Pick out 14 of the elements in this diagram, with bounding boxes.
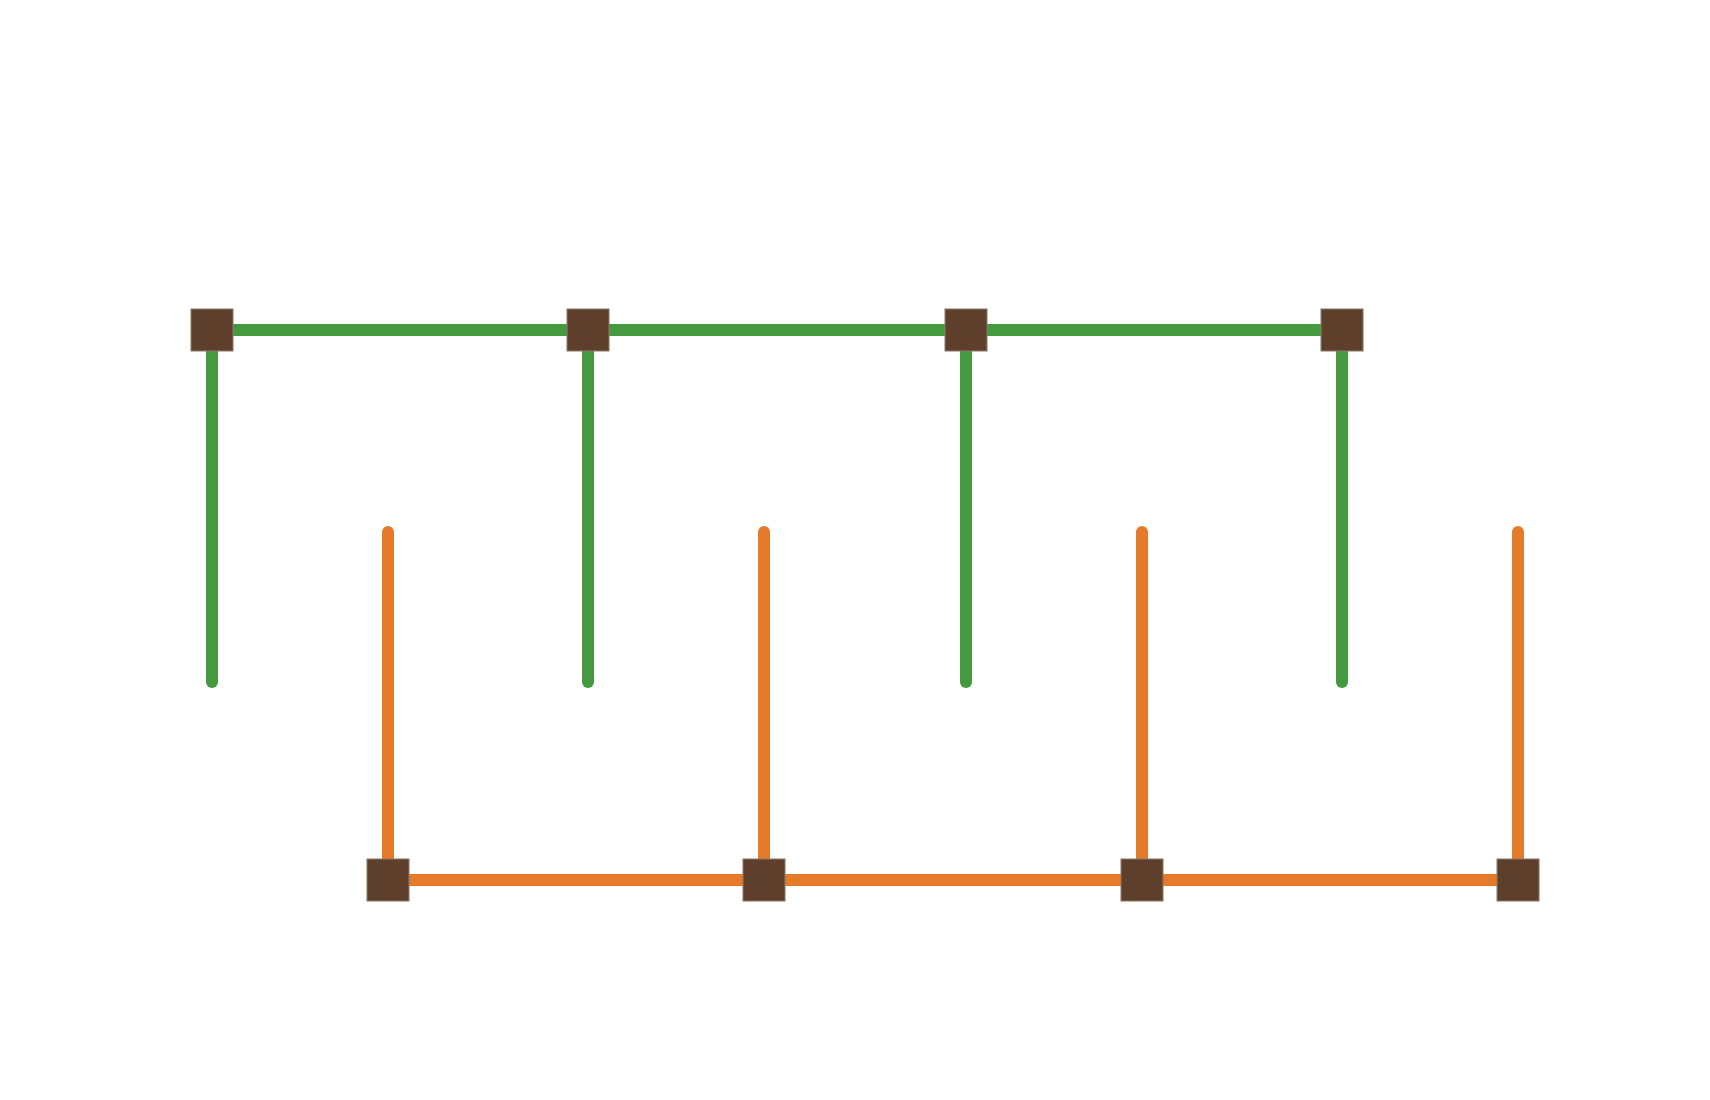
horizontal-rod [409,874,743,886]
joint-square [742,858,786,902]
horizontal-rod [987,324,1321,336]
horizontal-rod [785,874,1121,886]
joint-square [366,858,410,902]
joint-square [1320,308,1364,352]
horizontal-rod [1163,874,1497,886]
joint-square [1120,858,1164,902]
joint-square [190,308,234,352]
horizontal-rod [609,324,945,336]
horizontal-rod [233,324,567,336]
joint-square [1496,858,1540,902]
joint-square [944,308,988,352]
joint-square [566,308,610,352]
